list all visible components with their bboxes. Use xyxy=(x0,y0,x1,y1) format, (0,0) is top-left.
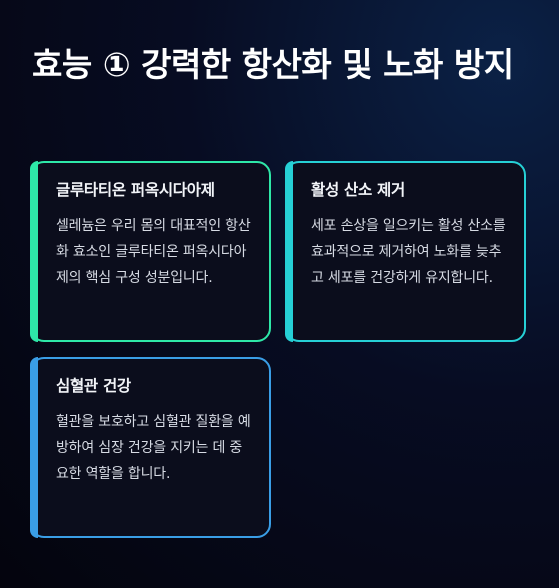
page-title: 효능 ① 강력한 항산화 및 노화 방지 xyxy=(32,45,514,84)
card-accent-bar xyxy=(285,161,293,342)
card-title: 활성 산소 제거 xyxy=(311,181,405,199)
benefit-card-free-radical: 활성 산소 제거 세포 손상을 일으키는 활성 산소를 효과적으로 제거하여 노… xyxy=(285,161,526,342)
card-description: 혈관을 보호하고 심혈관 질환을 예방하여 심장 건강을 지키는 데 중요한 역… xyxy=(56,414,251,482)
card-accent-bar xyxy=(30,357,38,538)
card-title: 심혈관 건강 xyxy=(56,377,131,395)
card-title: 글루타티온 퍼옥시다아제 xyxy=(56,181,215,199)
card-accent-bar xyxy=(30,161,38,342)
benefit-card-glutathione: 글루타티온 퍼옥시다아제 셀레늄은 우리 몸의 대표적인 항산화 효소인 글루타… xyxy=(30,161,271,342)
card-description: 세포 손상을 일으키는 활성 산소를 효과적으로 제거하여 노화를 늦추고 세포… xyxy=(311,218,506,286)
benefit-card-cardiovascular: 심혈관 건강 혈관을 보호하고 심혈관 질환을 예방하여 심장 건강을 지키는 … xyxy=(30,357,271,538)
card-description: 셀레늄은 우리 몸의 대표적인 항산화 효소인 글루타티온 퍼옥시다아제의 핵심… xyxy=(56,218,251,286)
